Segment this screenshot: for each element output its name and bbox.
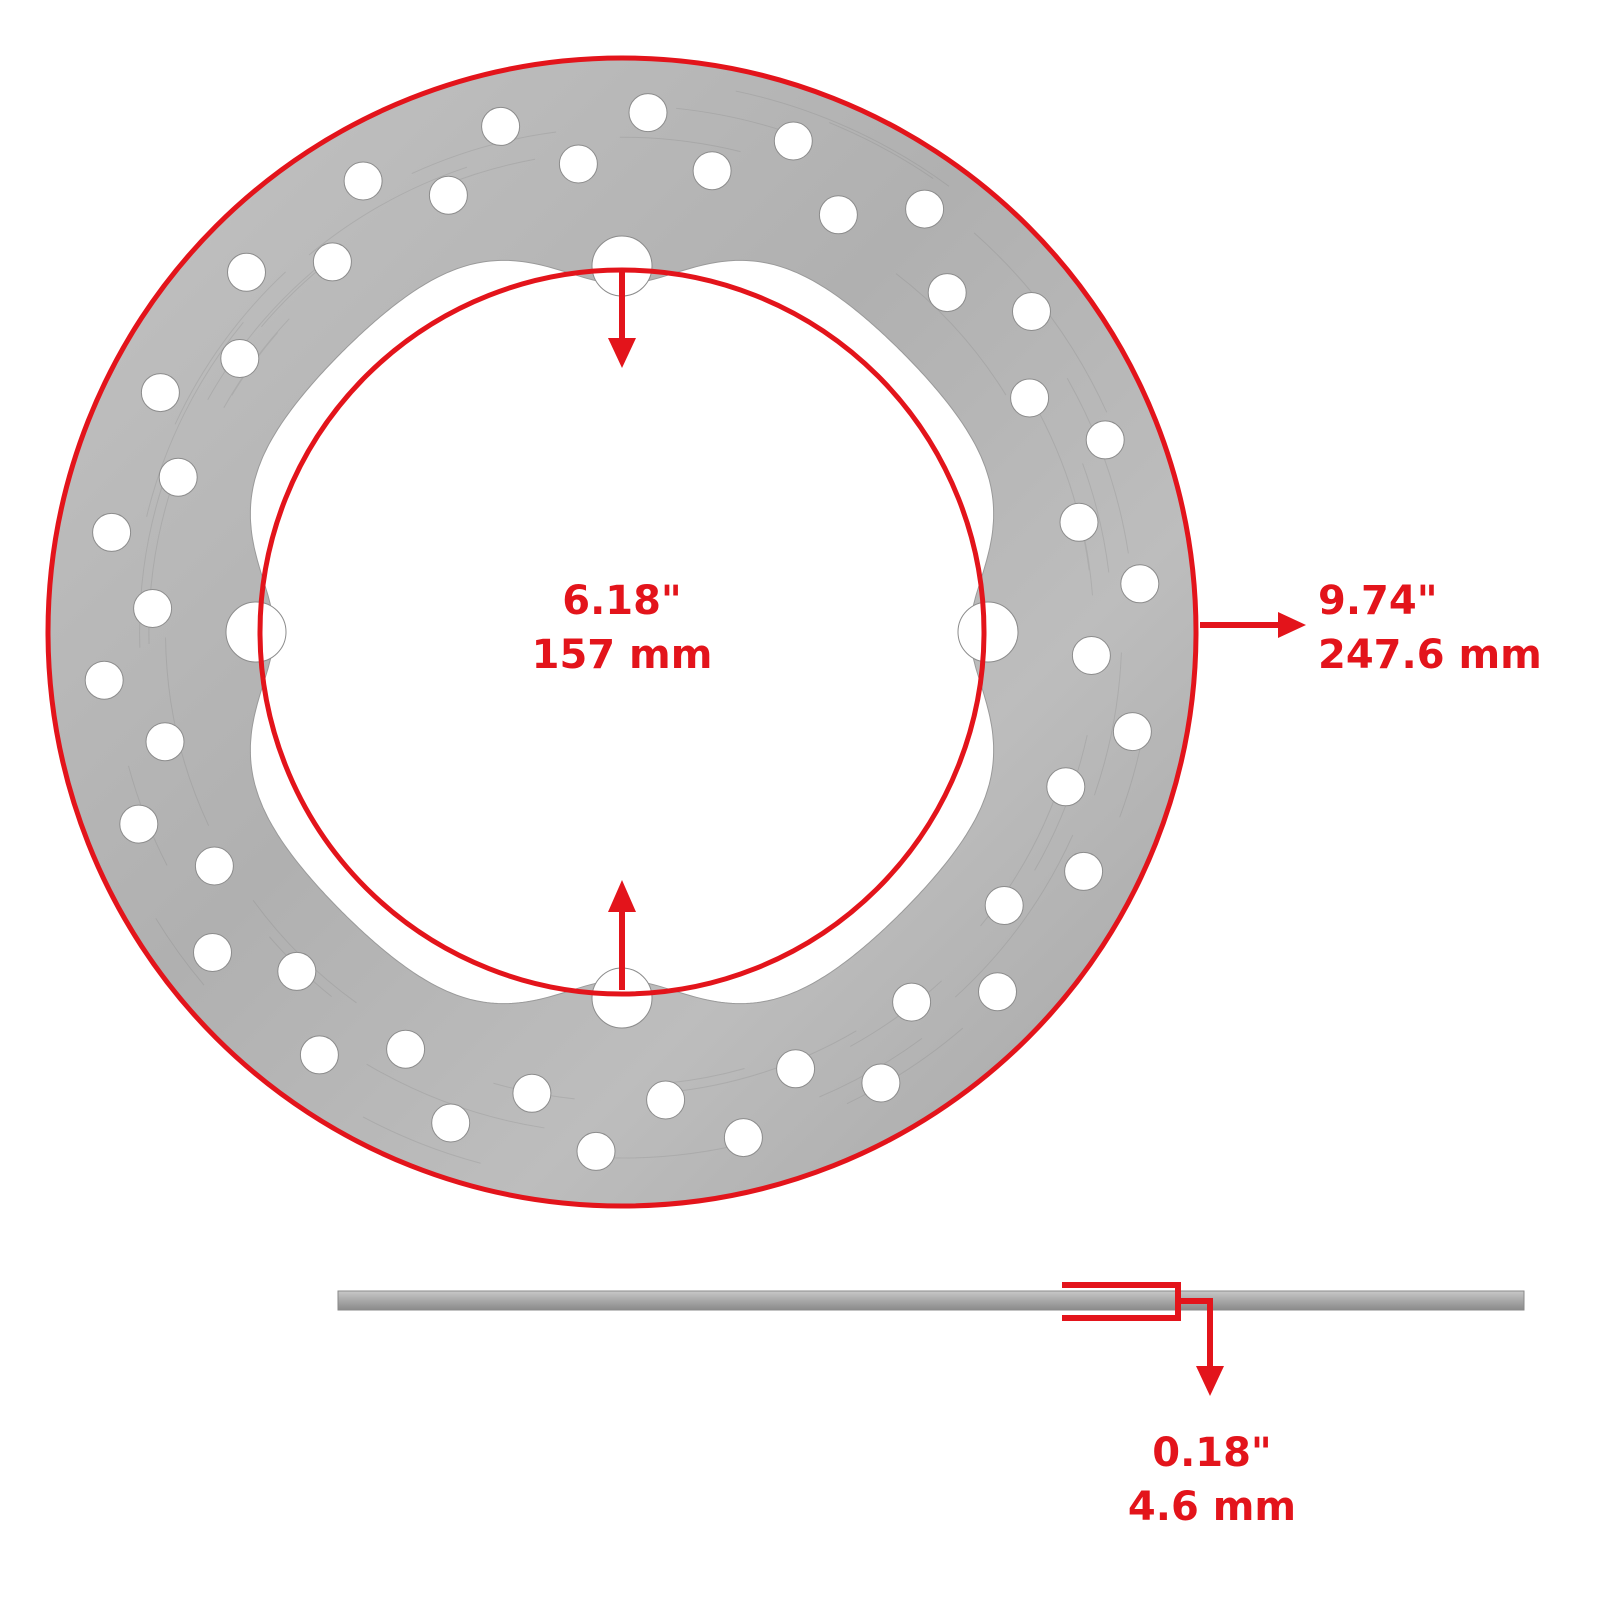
vent-hole xyxy=(93,513,131,551)
vent-hole xyxy=(906,190,944,228)
vent-hole xyxy=(1072,637,1110,675)
vent-hole xyxy=(387,1030,425,1068)
vent-hole xyxy=(313,243,351,281)
vent-hole xyxy=(228,253,266,291)
mount-bolt-hole xyxy=(226,602,286,662)
inner-diameter-mm: 157 mm xyxy=(532,632,713,678)
vent-hole xyxy=(724,1119,762,1157)
vent-hole xyxy=(194,934,232,972)
vent-hole xyxy=(862,1064,900,1102)
vent-hole xyxy=(647,1081,685,1119)
outer-diameter-mm: 247.6 mm xyxy=(1318,632,1542,678)
vent-hole xyxy=(693,152,731,190)
thickness-inches: 0.18" xyxy=(1152,1430,1272,1476)
vent-hole xyxy=(429,176,467,214)
mount-bolt-hole xyxy=(958,602,1018,662)
vent-hole xyxy=(146,723,184,761)
vent-hole xyxy=(513,1074,551,1112)
vent-hole xyxy=(300,1036,338,1074)
vent-hole xyxy=(577,1132,615,1170)
vent-hole xyxy=(928,274,966,312)
vent-hole xyxy=(979,973,1017,1011)
vent-hole xyxy=(432,1104,470,1142)
vent-hole xyxy=(1121,565,1159,603)
vent-hole xyxy=(134,590,172,628)
vent-hole xyxy=(278,952,316,990)
vent-hole xyxy=(985,887,1023,925)
vent-hole xyxy=(344,162,382,200)
vent-hole xyxy=(1011,379,1049,417)
vent-hole xyxy=(120,805,158,843)
rotor-side-profile xyxy=(338,1291,1524,1310)
vent-hole xyxy=(141,374,179,412)
vent-hole xyxy=(85,661,123,699)
vent-hole xyxy=(559,145,597,183)
vent-hole xyxy=(629,94,667,132)
outer-diameter-inches: 9.74" xyxy=(1318,578,1438,624)
outer-arrow xyxy=(1200,612,1306,638)
vent-hole xyxy=(159,458,197,496)
vent-hole xyxy=(1065,852,1103,890)
vent-hole xyxy=(1013,293,1051,331)
vent-hole xyxy=(819,196,857,234)
inner-diameter-inches: 6.18" xyxy=(562,578,682,624)
vent-hole xyxy=(777,1050,815,1088)
thickness-arrow xyxy=(1196,1366,1224,1396)
vent-hole xyxy=(893,983,931,1021)
vent-hole xyxy=(1060,503,1098,541)
vent-hole xyxy=(1086,421,1124,459)
vent-hole xyxy=(195,847,233,885)
vent-hole xyxy=(1113,713,1151,751)
thickness-mm: 4.6 mm xyxy=(1128,1484,1296,1530)
vent-hole xyxy=(482,107,520,145)
vent-hole xyxy=(774,122,812,160)
vent-hole xyxy=(1047,768,1085,806)
vent-hole xyxy=(221,340,259,378)
